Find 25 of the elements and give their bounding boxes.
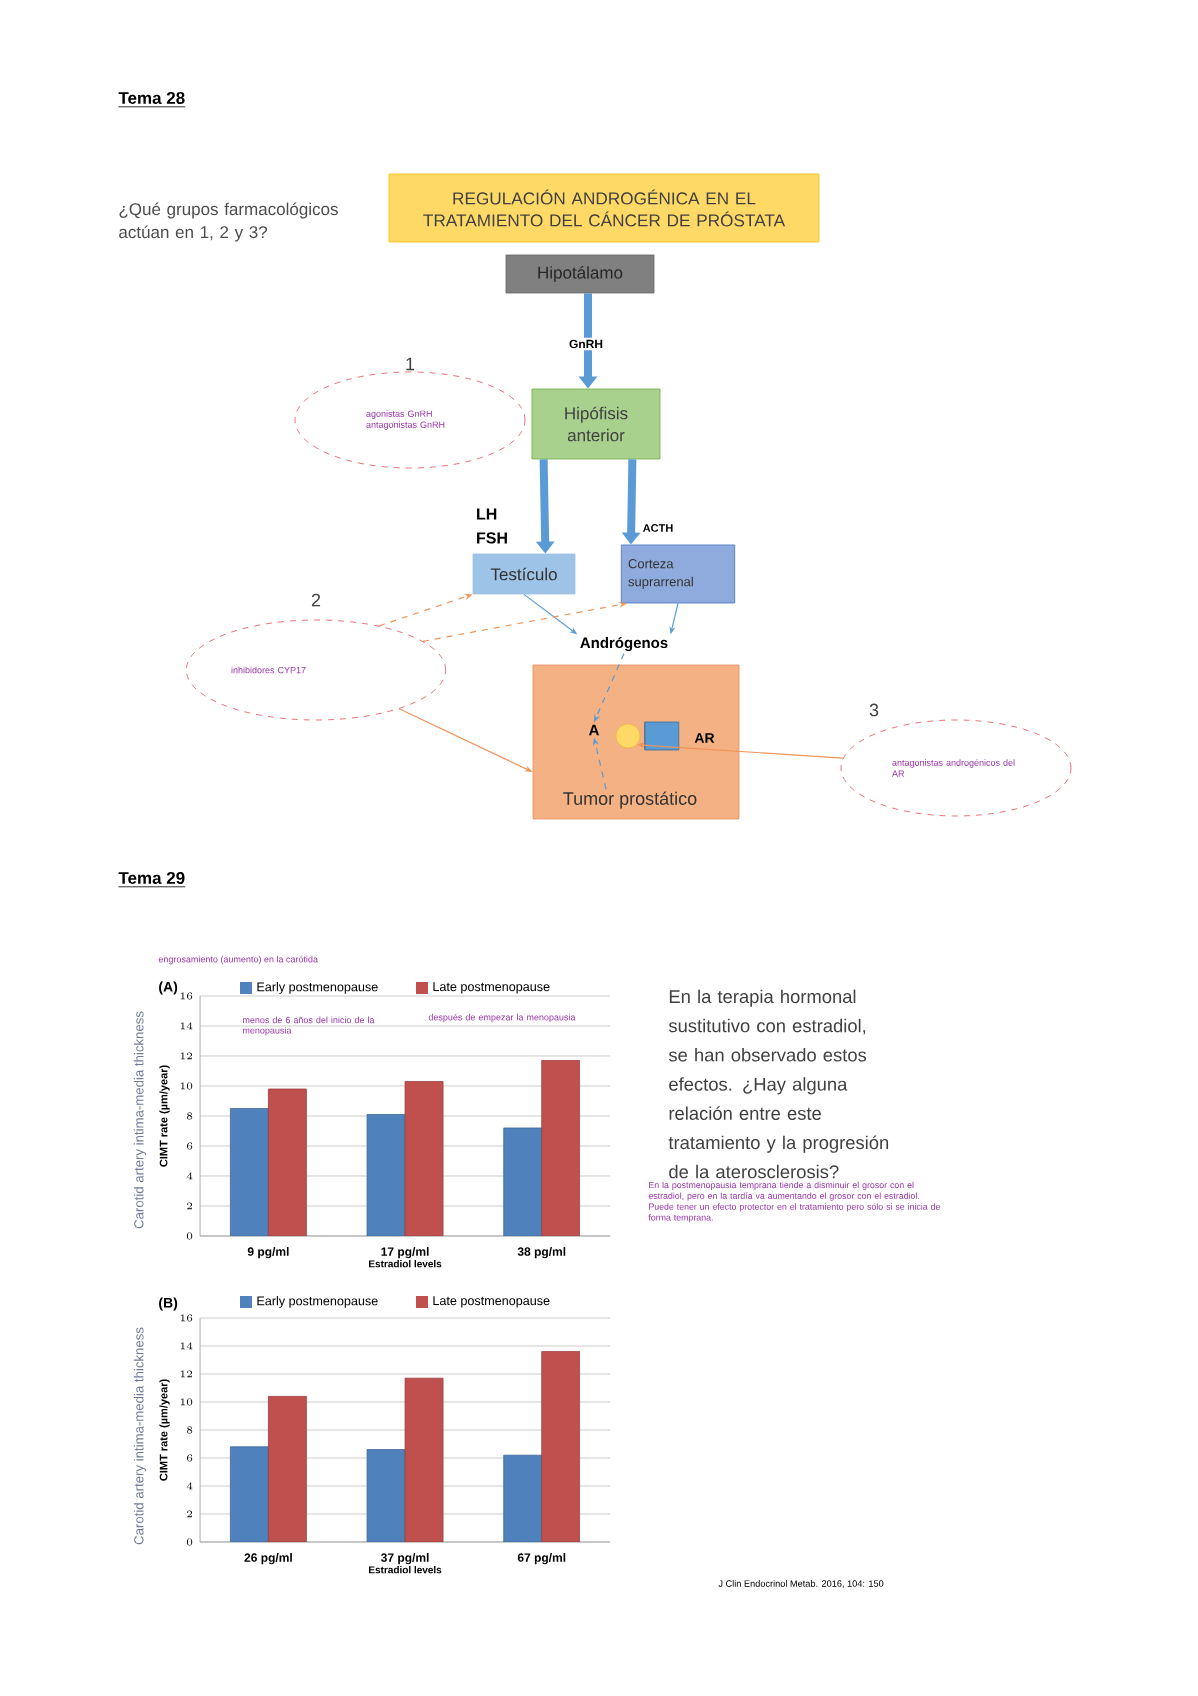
process-box: Hipófisis anterior bbox=[531, 388, 661, 460]
bar bbox=[268, 1088, 307, 1236]
edge-label: LH FSH bbox=[474, 506, 510, 546]
bar bbox=[268, 1395, 307, 1542]
bar bbox=[404, 1081, 444, 1236]
question-text: ¿Qué grupos farmacológicos actúan en 1, 2 y 3? bbox=[119, 202, 338, 242]
bar bbox=[503, 1454, 543, 1542]
question-text: En la terapia hormonal sustitutivo con estradiol, se han observado estos efectos. ¿Hay alguna relación entre este tratamiento y la progresión de la aterosclerosis? bbox=[668, 989, 889, 1179]
circle-shape bbox=[615, 723, 641, 749]
callout-number: 3 bbox=[869, 703, 879, 717]
callout-number: 1 bbox=[406, 357, 415, 371]
bar bbox=[366, 1449, 406, 1542]
heading: Tema 29 bbox=[118, 872, 186, 888]
process-box: Hipotálamo bbox=[505, 254, 655, 294]
bar bbox=[541, 1351, 581, 1542]
bar bbox=[229, 1108, 269, 1236]
bar bbox=[503, 1127, 543, 1236]
process-box: Testículo bbox=[472, 553, 576, 595]
bar bbox=[404, 1377, 444, 1542]
heading: Tema 28 bbox=[118, 92, 186, 108]
callout-number: 2 bbox=[311, 593, 321, 607]
bar bbox=[366, 1114, 406, 1236]
title-box: REGULACIÓN ANDROGÉNICA EN EL TRATAMIENTO DEL CÁNCER DE PRÓSTATA bbox=[388, 173, 820, 243]
bar bbox=[229, 1446, 269, 1542]
bar bbox=[541, 1060, 581, 1236]
